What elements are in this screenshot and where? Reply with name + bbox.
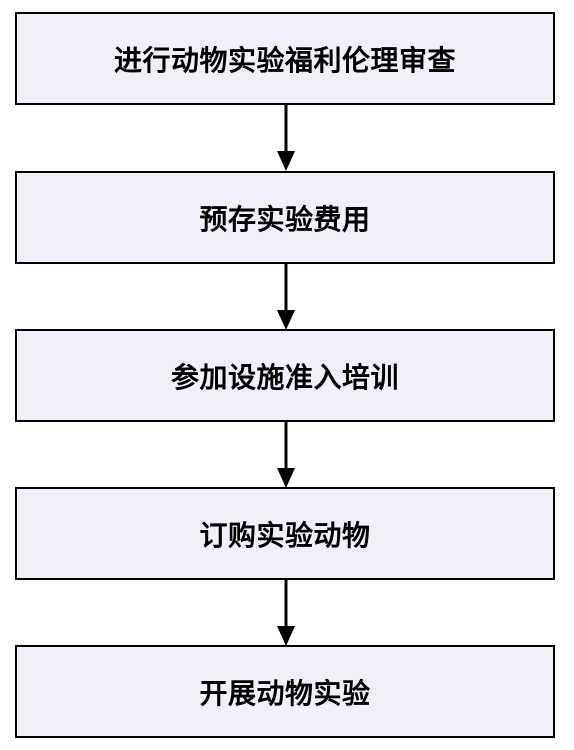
step-ethics-review-label: 进行动物实验福利伦理审查 — [113, 43, 456, 77]
arrow-down-3 — [277, 422, 295, 488]
step-order-animals-box: 订购实验动物 — [15, 487, 555, 580]
step-prepay-fees-label: 预存实验费用 — [199, 202, 371, 236]
arrow-down-2 — [277, 264, 295, 330]
step-prepay-fees-box: 预存实验费用 — [15, 171, 555, 264]
step-access-training-label: 参加设施准入培训 — [170, 360, 399, 394]
step-ethics-review-box: 进行动物实验福利伦理审查 — [15, 12, 555, 105]
step-conduct-experiment-label: 开展动物实验 — [199, 676, 371, 710]
step-access-training-box: 参加设施准入培训 — [15, 329, 555, 422]
step-conduct-experiment-box: 开展动物实验 — [15, 645, 555, 738]
arrow-down-4 — [277, 580, 295, 646]
step-order-animals-label: 订购实验动物 — [199, 518, 371, 552]
arrow-down-1 — [277, 105, 295, 171]
